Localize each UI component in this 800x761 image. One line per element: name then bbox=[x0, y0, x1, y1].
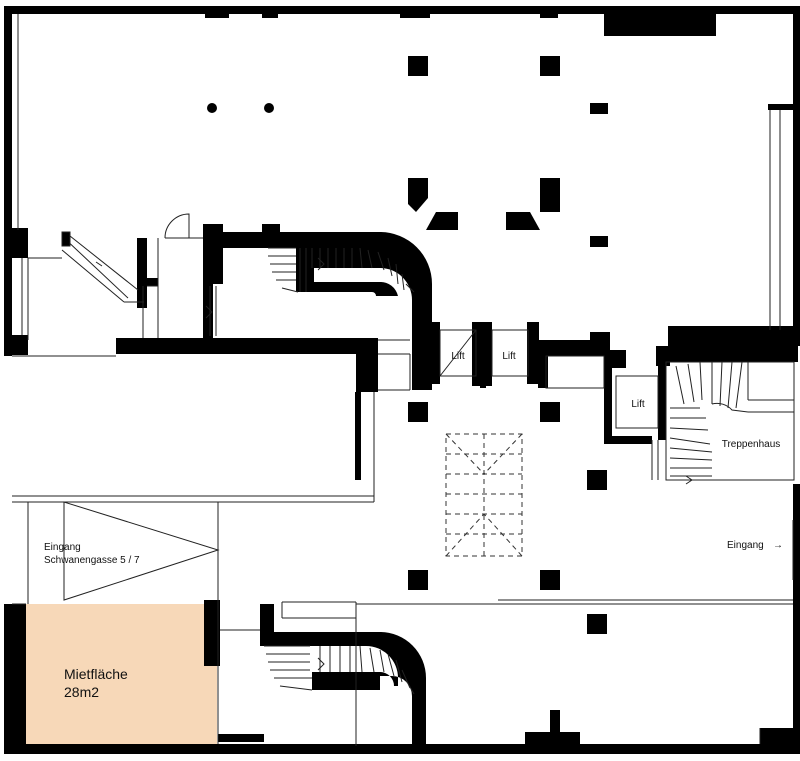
walls bbox=[4, 6, 800, 754]
lift-label-1: Lift bbox=[451, 351, 465, 362]
stairwell-label: Treppenhaus bbox=[722, 439, 781, 450]
entrance-arrow: → bbox=[773, 540, 783, 551]
entrance-right-label: Eingang bbox=[727, 540, 764, 551]
rental-area-label: Mietfläche bbox=[64, 666, 128, 682]
rental-area-size: 28m2 bbox=[64, 684, 99, 700]
rental-area[interactable] bbox=[25, 604, 217, 745]
entrance-left-address: Schwanengasse 5 / 7 bbox=[44, 555, 140, 566]
lift-label-2: Lift bbox=[502, 351, 516, 362]
lift-label-3: Lift bbox=[631, 399, 645, 410]
entrance-left-label: Eingang bbox=[44, 542, 81, 553]
skylight-grid bbox=[445, 433, 523, 557]
thin-lines bbox=[12, 14, 795, 746]
